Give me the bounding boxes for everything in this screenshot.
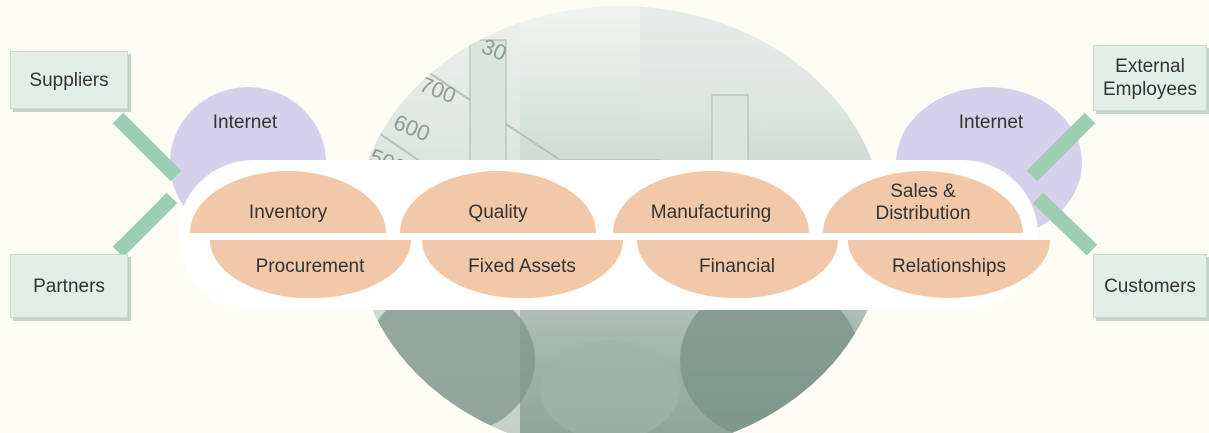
module-inventory: Inventory bbox=[248, 202, 328, 223]
customers-label: Customers bbox=[1104, 275, 1196, 297]
connector-external-employees bbox=[1026, 112, 1096, 182]
module-inventory-shape bbox=[190, 171, 386, 233]
module-sales-distribution: Sales & Distribution bbox=[875, 181, 971, 224]
module-sales-distribution-shape bbox=[823, 171, 1023, 233]
partners-box: Partners bbox=[10, 254, 128, 318]
connector-customers bbox=[1032, 192, 1098, 256]
suppliers-label: Suppliers bbox=[29, 69, 109, 91]
external-employees-box: External Employees bbox=[1093, 45, 1207, 111]
external-employees-label: External Employees bbox=[1103, 56, 1197, 100]
module-quality: Quality bbox=[468, 202, 528, 223]
module-fixed-assets: Fixed Assets bbox=[468, 256, 576, 277]
module-manufacturing: Manufacturing bbox=[650, 202, 772, 223]
modules-bottom bbox=[210, 240, 1050, 299]
partners-label: Partners bbox=[33, 275, 105, 297]
module-financial-shape bbox=[637, 240, 838, 299]
modules-top bbox=[190, 171, 1023, 233]
connector-suppliers bbox=[112, 112, 182, 182]
customers-box: Customers bbox=[1093, 254, 1207, 318]
module-relationships: Relationships bbox=[891, 256, 1007, 277]
module-quality-shape bbox=[400, 171, 596, 233]
module-relationships-shape bbox=[848, 240, 1050, 298]
module-procurement-shape bbox=[210, 240, 411, 299]
internet-label-right: Internet bbox=[958, 112, 1024, 133]
module-financial: Financial bbox=[698, 256, 776, 277]
connector-partners bbox=[112, 192, 178, 258]
connectors bbox=[112, 112, 1098, 258]
suppliers-box: Suppliers bbox=[10, 51, 128, 109]
module-procurement: Procurement bbox=[255, 256, 365, 277]
module-fixed-assets-shape bbox=[422, 240, 623, 299]
internet-label-left: Internet bbox=[212, 112, 278, 133]
module-manufacturing-shape bbox=[613, 171, 809, 233]
